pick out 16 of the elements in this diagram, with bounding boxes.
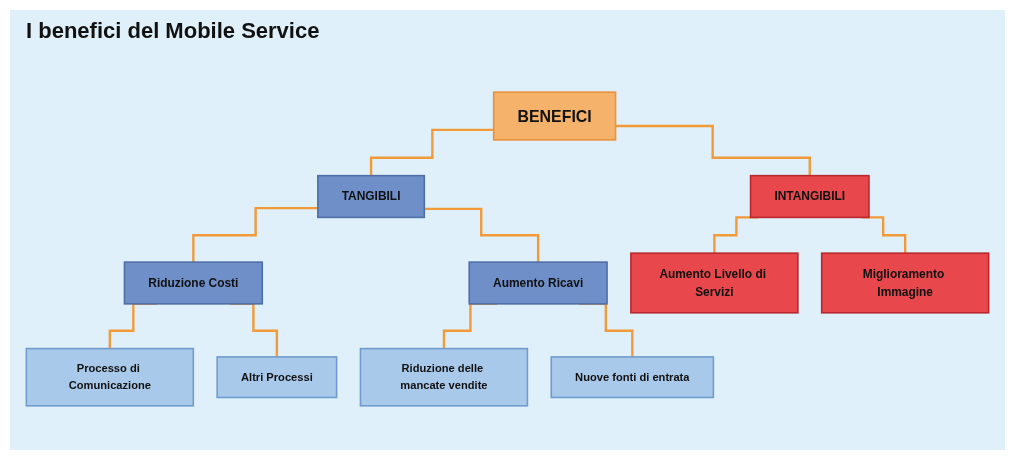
diagram-title: I benefici del Mobile Service bbox=[26, 18, 320, 44]
node-box: BENEFICI bbox=[492, 91, 617, 141]
node-box: Aumento Ricavi bbox=[468, 261, 608, 305]
node-box: Nuove fonti di entrata bbox=[550, 356, 715, 399]
connector bbox=[192, 206, 318, 264]
node-box: Altri Processi bbox=[216, 356, 338, 399]
connector bbox=[369, 128, 494, 177]
connector bbox=[615, 124, 811, 177]
node-box: Processo di Comunicazione bbox=[25, 347, 195, 407]
node-box: Aumento Livello di Servizi bbox=[630, 252, 799, 314]
node-box: TANGIBILI bbox=[317, 174, 426, 219]
node-box: Miglioramento Immagine bbox=[820, 252, 990, 314]
node-box: Riduzione delle mancate vendite bbox=[359, 347, 529, 407]
node-box: Riduzione Costi bbox=[123, 261, 264, 305]
node-box: INTANGIBILI bbox=[749, 174, 870, 219]
connector bbox=[424, 207, 540, 264]
